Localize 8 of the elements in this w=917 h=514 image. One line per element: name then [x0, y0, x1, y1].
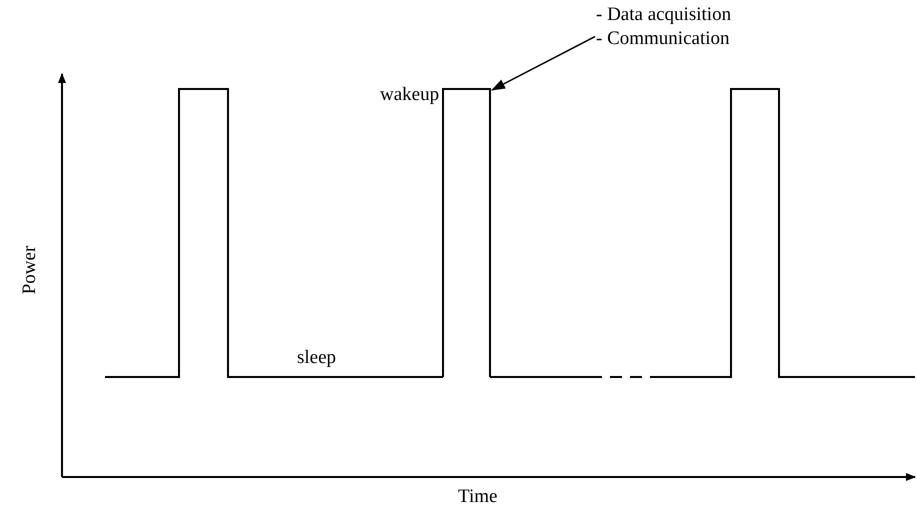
- list-item: - Communication: [596, 27, 730, 51]
- axis-title: Power: [19, 246, 41, 294]
- state-label: wakeup: [380, 84, 440, 106]
- axis-title: Time: [458, 486, 498, 508]
- list-item: - Data acquisition: [596, 3, 732, 27]
- pulse: [442, 88, 491, 377]
- state-label: sleep: [297, 347, 336, 369]
- leader-line: [491, 36, 596, 91]
